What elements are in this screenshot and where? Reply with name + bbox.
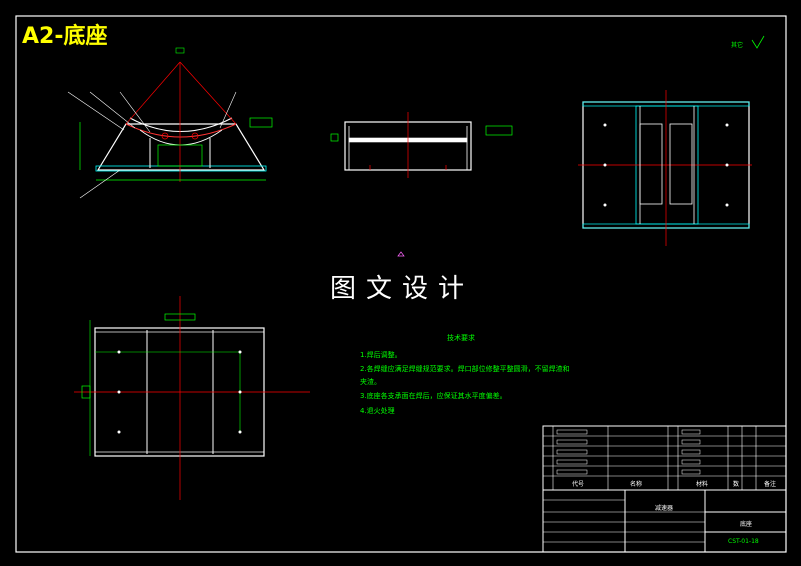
watermark-text: 图文设计 <box>330 274 475 304</box>
tech-line-5: 4.退火处理 <box>360 407 395 415</box>
title-block-remark-header: 备注 <box>764 481 777 488</box>
tech-line-1: 1.焊后调整。 <box>360 351 402 359</box>
tech-line-2: 2.各焊缝应满足焊缝规范要求。焊口部位修整平整圆滑，不留焊渣和 <box>360 365 570 373</box>
title-block-name-header: 名称 <box>630 481 643 488</box>
side-view <box>330 112 513 178</box>
origin-marker <box>397 251 405 257</box>
title-block-qty-header: 数 <box>733 481 740 488</box>
part-name: 底座 <box>740 521 753 528</box>
drawing-number: CST-01-18 <box>728 538 759 545</box>
roughness-note: 其它 <box>731 42 744 49</box>
title-block-material-header: 材料 <box>696 481 709 488</box>
tech-line-3: 夹渣。 <box>360 378 381 386</box>
title-block <box>542 425 787 553</box>
assembly-name: 减速器 <box>655 505 674 512</box>
front-section-view <box>67 47 273 199</box>
title-block-code-header: 代号 <box>572 481 585 488</box>
bottom-view <box>74 296 310 500</box>
tech-line-4: 3.底座各支承面在焊后，应保证其水平度偏差。 <box>360 392 507 400</box>
plan-view <box>578 90 752 246</box>
drawing-title: A2-底座 <box>22 24 108 49</box>
sheet-border <box>15 15 787 553</box>
roughness-symbol <box>751 35 765 49</box>
tech-requirements-title: 技术要求 <box>447 334 475 342</box>
